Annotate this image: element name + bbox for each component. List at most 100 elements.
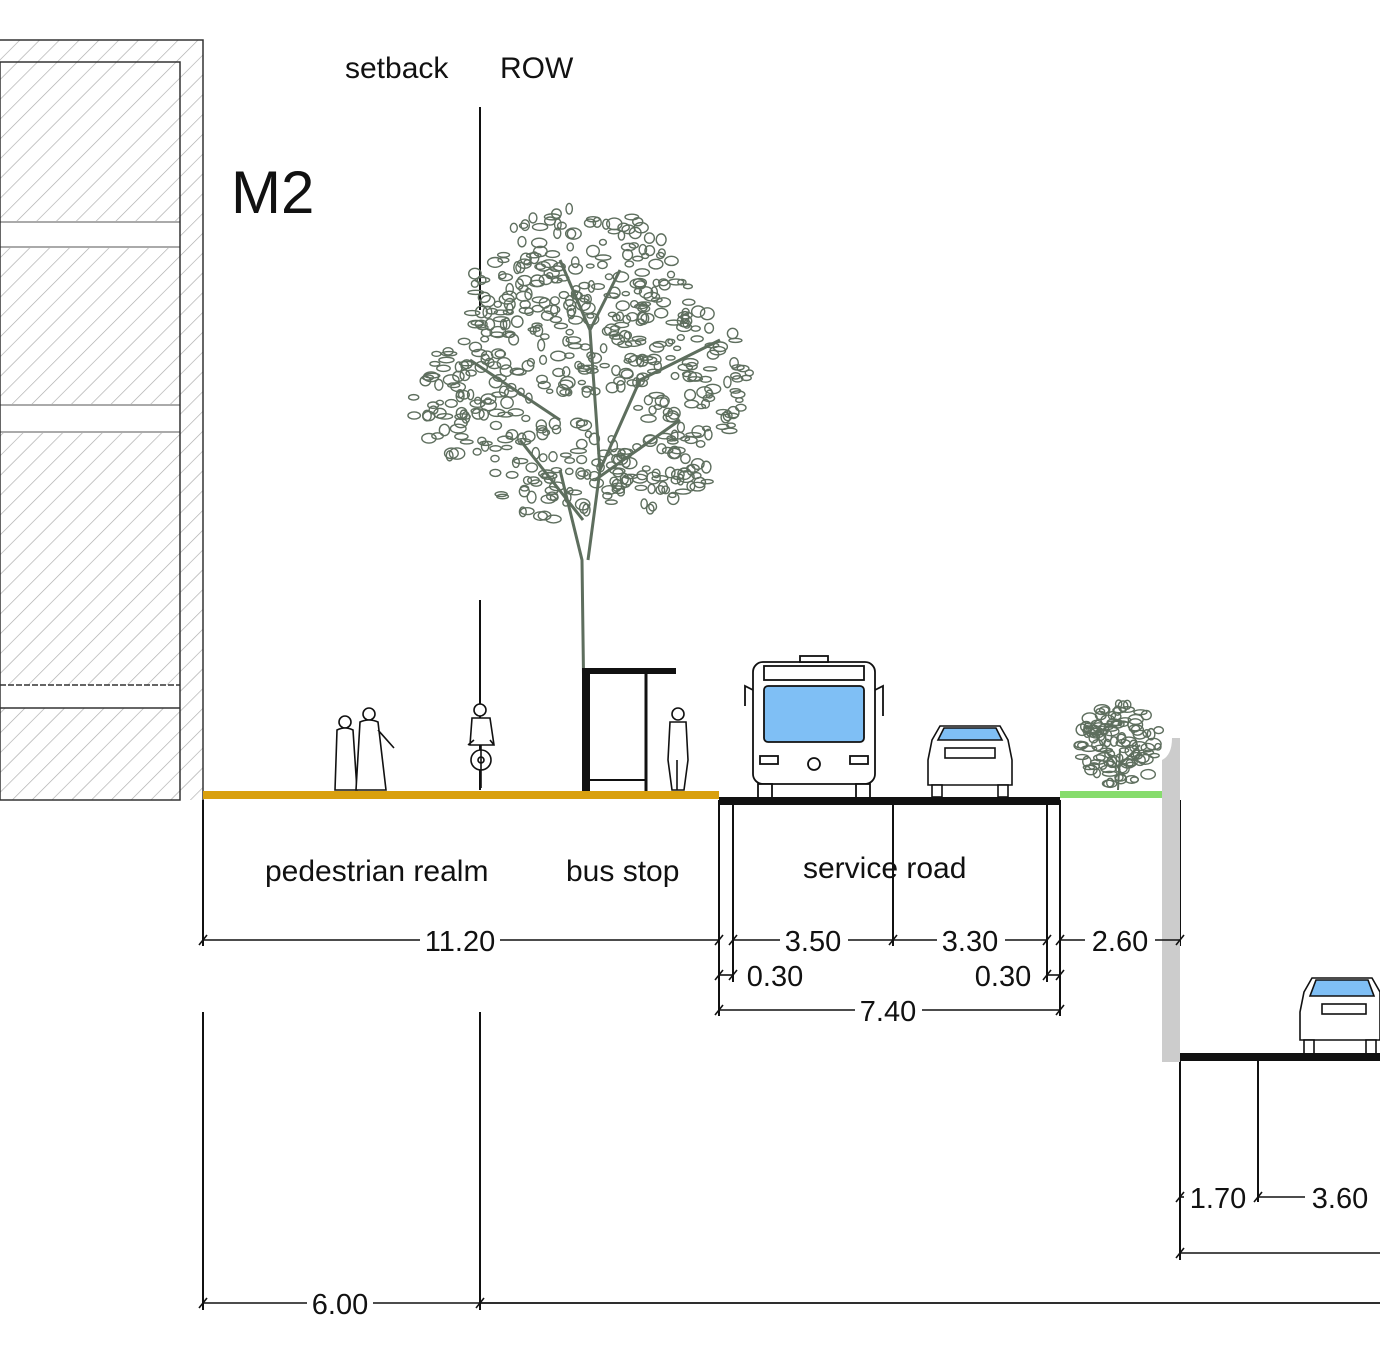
foliage-leaf xyxy=(598,238,608,246)
foliage-leaf xyxy=(566,242,575,252)
foliage-leaf xyxy=(505,470,519,479)
foliage-leaf xyxy=(599,343,608,354)
foliage-leaf xyxy=(575,419,588,427)
foliage-leaf xyxy=(664,466,676,479)
foliage-leaf xyxy=(587,279,596,293)
foliage-leaf xyxy=(580,301,596,315)
foliage-leaf xyxy=(656,443,667,455)
foliage-leaf xyxy=(576,454,588,465)
foliage-leaf xyxy=(690,325,701,332)
foliage-leaf xyxy=(653,307,669,319)
foliage-leaf xyxy=(578,281,591,290)
dim-service-lane-1: 3.50 xyxy=(785,926,841,958)
foliage-leaf xyxy=(537,338,546,352)
foliage-leaf xyxy=(526,490,537,504)
foliage-leaf xyxy=(658,279,671,291)
foliage-leaf xyxy=(700,460,712,474)
foliage-leaf xyxy=(583,218,597,228)
foliage-leaf xyxy=(499,364,513,378)
foliage-leaf xyxy=(691,425,706,439)
foliage-leaf xyxy=(568,315,584,325)
foliage-leaf xyxy=(655,233,667,247)
foliage-leaf xyxy=(615,380,626,393)
foliage-leaf xyxy=(564,352,575,359)
foliage-leaf xyxy=(522,475,533,486)
foliage-leaf xyxy=(715,408,731,416)
foliage-leaf xyxy=(635,378,649,388)
foliage-leaf xyxy=(407,393,420,401)
foliage-leaf xyxy=(484,357,495,368)
foliage-leaf xyxy=(721,427,738,435)
foliage-leaf xyxy=(1083,724,1092,735)
foliage-leaf xyxy=(577,379,587,386)
foliage-leaf xyxy=(607,311,617,318)
foliage-leaf xyxy=(1140,709,1152,721)
foliage-leaf xyxy=(588,470,600,482)
foliage-leaf xyxy=(518,222,529,230)
foliage-leaf xyxy=(501,290,518,302)
foliage-leaf xyxy=(559,388,572,396)
foliage-leaf xyxy=(1084,764,1098,776)
dim-service-lane-2: 3.30 xyxy=(942,926,998,958)
foliage-leaf xyxy=(525,252,542,259)
foliage-leaf xyxy=(429,360,441,367)
foliage-leaf xyxy=(639,302,649,312)
foliage-leaf xyxy=(1131,740,1148,752)
foliage-leaf xyxy=(650,286,659,299)
foliage-leaf xyxy=(526,357,536,367)
foliage-leaf xyxy=(1109,736,1119,747)
foliage-leaf xyxy=(1079,720,1093,733)
foliage-leaf xyxy=(631,335,647,342)
foliage-leaf xyxy=(538,354,548,366)
foliage-leaf xyxy=(521,359,535,372)
foliage-leaf xyxy=(563,299,577,311)
foliage-leaf xyxy=(659,397,669,409)
foliage-leaf xyxy=(636,301,652,307)
row-label: ROW xyxy=(500,52,574,85)
foliage-leaf xyxy=(589,387,601,396)
foliage-leaf xyxy=(1146,727,1156,741)
foliage-leaf xyxy=(664,338,674,347)
foliage-leaf xyxy=(498,273,514,282)
foliage-leaf xyxy=(681,357,699,368)
foliage-leaf xyxy=(494,349,507,359)
foliage-leaf xyxy=(529,325,537,335)
foliage-leaf xyxy=(645,503,655,515)
foliage-leaf xyxy=(559,452,572,458)
dimension-tick xyxy=(714,969,724,981)
foliage-leaf xyxy=(524,307,534,317)
foliage-leaf xyxy=(431,350,442,357)
foliage-leaf xyxy=(1093,744,1108,753)
foliage-leaf xyxy=(588,477,605,489)
foliage-leaf xyxy=(520,219,531,232)
foliage-leaf xyxy=(474,305,488,319)
foliage-leaf xyxy=(553,227,562,240)
foliage-leaf xyxy=(501,444,513,451)
foliage-leaf xyxy=(636,470,649,481)
foliage-leaf xyxy=(574,498,591,511)
foliage-leaf xyxy=(569,417,586,429)
foliage-leaf xyxy=(476,274,487,286)
foliage-leaf xyxy=(517,235,527,248)
foliage-leaf xyxy=(642,434,658,448)
foliage-leaf xyxy=(549,315,563,324)
foliage-leaf xyxy=(668,492,677,499)
foliage-leaf xyxy=(491,391,506,398)
foliage-leaf xyxy=(628,242,639,249)
foliage-leaf xyxy=(442,347,454,356)
foliage-leaf xyxy=(562,335,570,347)
zone-label-pedestrian-realm: pedestrian realm xyxy=(265,855,488,888)
foliage-leaf xyxy=(536,427,549,441)
foliage-leaf xyxy=(1102,779,1118,789)
shrub-stem xyxy=(1104,744,1141,791)
foliage-leaf xyxy=(651,474,669,482)
foliage-leaf xyxy=(564,295,574,308)
foliage-leaf xyxy=(704,383,722,395)
foliage-leaf xyxy=(459,439,474,445)
car-lower-road xyxy=(1299,977,1380,1055)
foliage-leaf xyxy=(549,304,559,317)
foliage-leaf xyxy=(499,318,508,331)
foliage-leaf xyxy=(486,256,504,268)
foliage-leaf xyxy=(615,300,630,312)
